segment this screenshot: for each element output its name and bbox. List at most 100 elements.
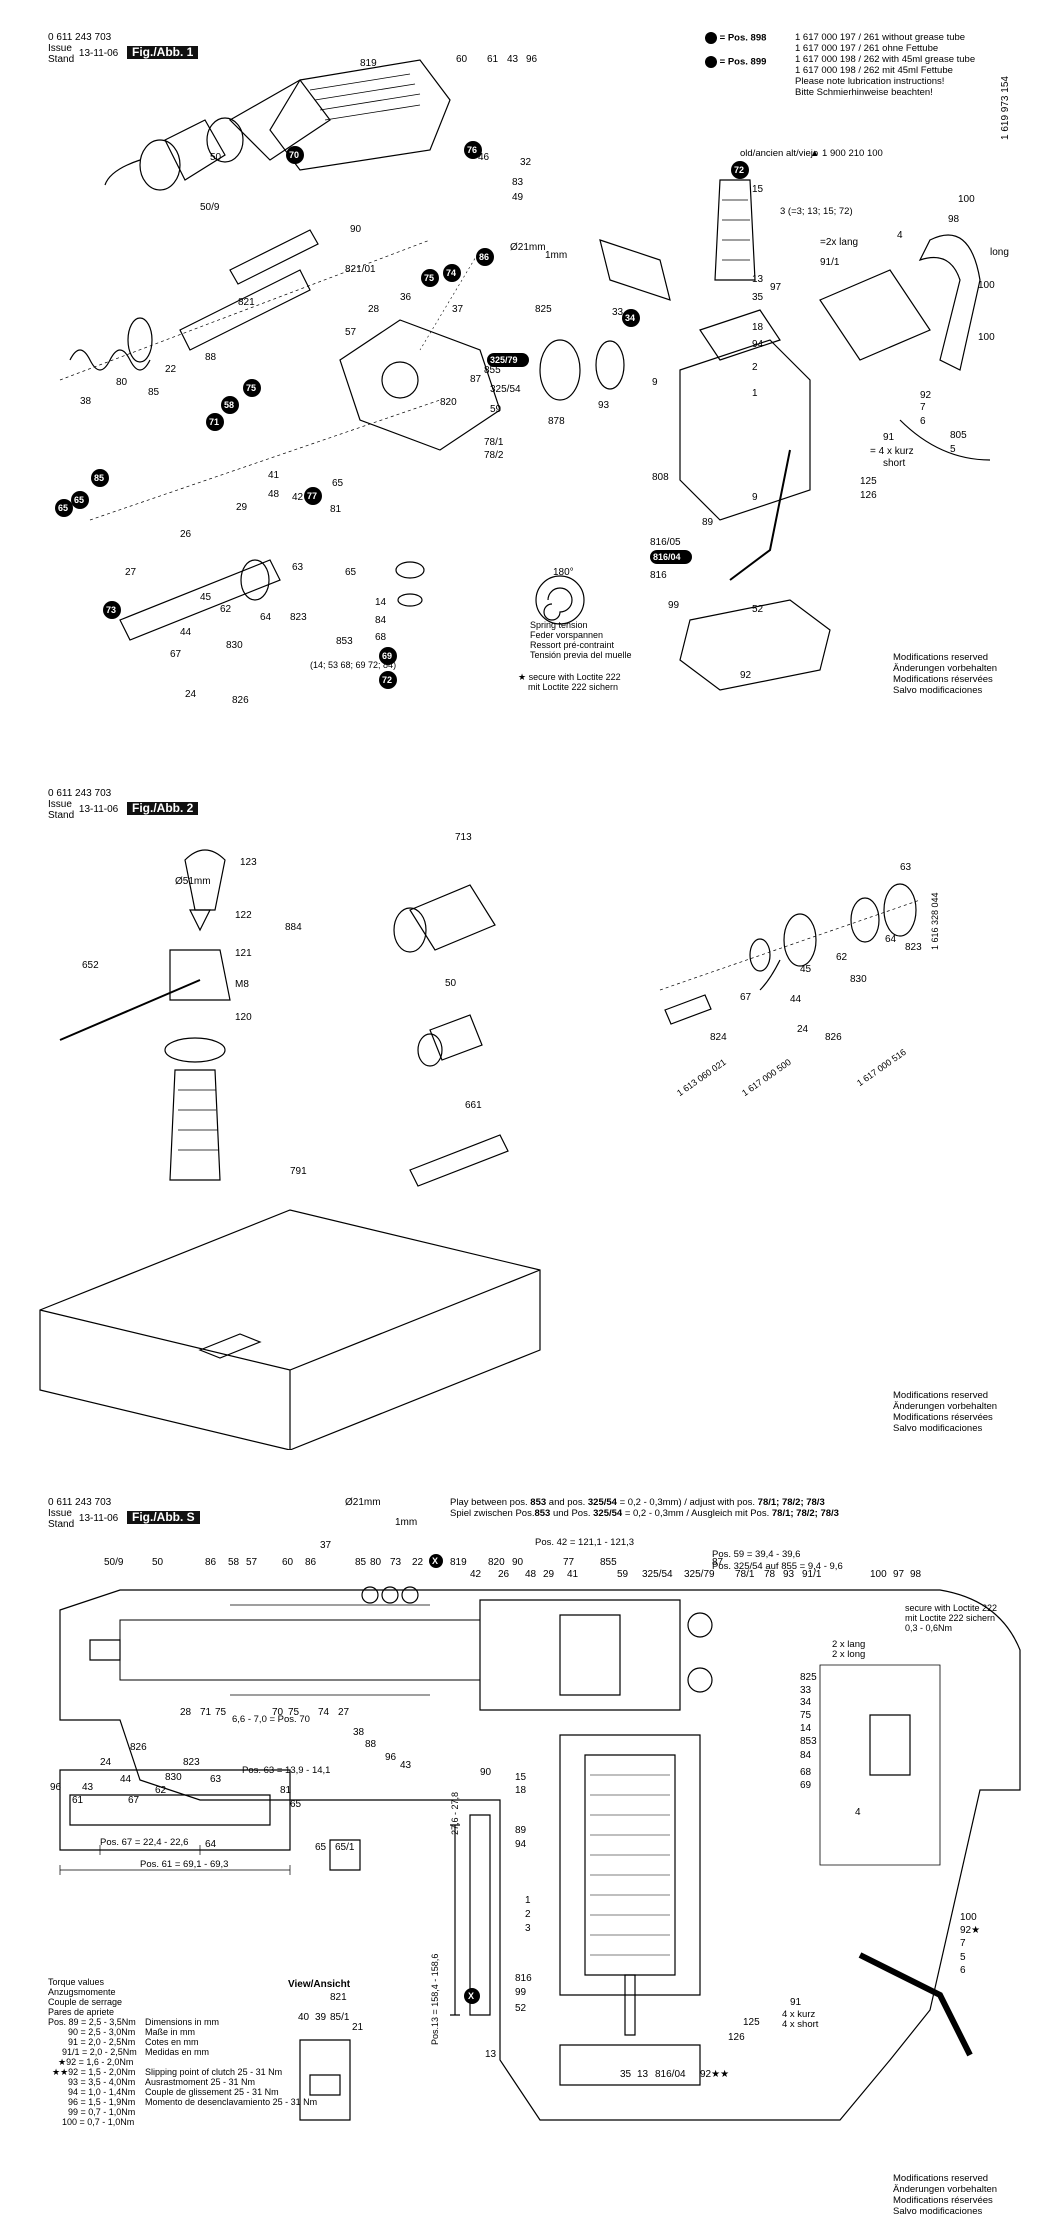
svg-text:5: 5 <box>950 444 956 455</box>
svg-text:92★★: 92★★ <box>700 2069 729 2080</box>
pos-59-dimension: Pos. 59 = 39,4 - 39,6 <box>712 1549 801 1560</box>
svg-text:24: 24 <box>100 1757 112 1768</box>
svg-text:67: 67 <box>170 649 182 660</box>
svg-text:819: 819 <box>450 1557 467 1568</box>
svg-text:73: 73 <box>390 1557 402 1568</box>
svg-text:878: 878 <box>548 416 565 427</box>
svg-text:26: 26 <box>498 1569 510 1580</box>
motor-gear <box>539 339 581 401</box>
issue-date: 13-11-06 <box>78 804 119 815</box>
svg-text:63: 63 <box>210 1774 222 1785</box>
ring-detail <box>329 1839 361 1871</box>
old-new-label: old/ancien alt/viejo <box>740 148 819 159</box>
svg-text:98: 98 <box>910 1569 922 1580</box>
svg-text:34: 34 <box>800 1697 812 1708</box>
pos-67-dimension: Pos. 67 = 22,4 - 22,6 <box>100 1837 189 1848</box>
stand-label: Stand <box>48 54 75 65</box>
svg-text:98: 98 <box>948 214 960 225</box>
svg-text:855: 855 <box>600 1557 617 1568</box>
case-handle <box>198 1333 262 1359</box>
loctite-note: ★ secure with Loctite 222 mit Loctite 22… <box>518 672 621 692</box>
dimension-27: 27,6 - 27,8 <box>450 1791 460 1835</box>
svg-text:80: 80 <box>116 377 128 388</box>
svg-text:59: 59 <box>490 404 502 415</box>
svg-text:92: 92 <box>920 390 932 401</box>
sectional-drawing: 50/9 50 86 58 57 60 86 37 85 80 73 22 81… <box>50 1497 1021 2121</box>
tool-holder-tip <box>89 1639 121 1661</box>
svg-text:100: 100 <box>978 280 995 291</box>
handle-collar <box>164 1037 226 1063</box>
svg-text:7: 7 <box>960 1938 966 1949</box>
short-cable-note: 4 x kurz 4 x short <box>782 2009 819 2030</box>
svg-text:90: 90 <box>350 224 362 235</box>
svg-text:35: 35 <box>752 292 764 303</box>
issue-label: Issue <box>48 799 72 810</box>
svg-text:22: 22 <box>165 364 177 375</box>
svg-text:52: 52 <box>515 2003 527 2014</box>
svg-text:67: 67 <box>740 992 752 1003</box>
svg-text:816/04: 816/04 <box>655 2069 686 2080</box>
svg-text:46: 46 <box>478 152 490 163</box>
motor-section <box>559 1734 701 1996</box>
armature-section <box>584 1754 676 1976</box>
depth-gauge <box>184 849 226 911</box>
svg-text:853: 853 <box>800 1736 817 1747</box>
commutator-section <box>559 2044 701 2086</box>
svg-text:64: 64 <box>885 934 897 945</box>
clutch-slip-note: Slipping point of clutch 25 - 31 Nm Ausr… <box>145 2067 318 2107</box>
svg-text:325/54: 325/54 <box>642 1569 673 1580</box>
svg-text:325/79: 325/79 <box>684 1569 715 1580</box>
end-cap <box>679 599 831 691</box>
view-x-detail <box>299 2039 351 2121</box>
svg-text:3: 3 <box>525 1923 531 1934</box>
svg-text:126: 126 <box>728 2032 745 2043</box>
svg-text:63: 63 <box>292 562 304 573</box>
svg-text:91/1: 91/1 <box>820 257 840 268</box>
svg-text:825: 825 <box>535 304 552 315</box>
svg-text:70: 70 <box>289 150 299 160</box>
svg-text:87: 87 <box>470 374 482 385</box>
svg-text:65: 65 <box>315 1842 327 1853</box>
depth-gauge-tip <box>189 909 211 932</box>
svg-text:830: 830 <box>165 1772 182 1783</box>
svg-text:65: 65 <box>290 1799 302 1810</box>
stand-label: Stand <box>48 1519 75 1530</box>
svg-text:71: 71 <box>209 417 219 427</box>
svg-text:816/05: 816/05 <box>650 537 681 548</box>
svg-text:48: 48 <box>525 1569 537 1580</box>
svg-text:820: 820 <box>488 1557 505 1568</box>
motor-shaft <box>624 1974 636 2036</box>
svg-text:78: 78 <box>764 1569 776 1580</box>
clutch-gear <box>240 559 270 601</box>
svg-text:13: 13 <box>485 2049 497 2060</box>
svg-text:22: 22 <box>412 1557 424 1568</box>
svg-text:38: 38 <box>80 396 92 407</box>
svg-text:325/79: 325/79 <box>490 355 518 365</box>
svg-text:29: 29 <box>236 502 248 513</box>
pos-853-note: (14; 53 68; 69 72; 84) <box>310 660 397 670</box>
svg-text:65/1: 65/1 <box>335 1842 355 1853</box>
svg-text:821: 821 <box>330 1992 347 2003</box>
hammer-tube-cover <box>229 79 331 161</box>
svg-text:21: 21 <box>352 2022 364 2033</box>
svg-text:64: 64 <box>260 612 272 623</box>
pos-63-dimension: Pos. 63 = 13,9 - 14,1 <box>242 1765 331 1776</box>
svg-text:27: 27 <box>338 1707 350 1718</box>
svg-text:72: 72 <box>382 675 392 685</box>
svg-text:32: 32 <box>520 157 532 168</box>
svg-text:24: 24 <box>797 1024 809 1035</box>
svg-text:86: 86 <box>305 1557 317 1568</box>
svg-text:42: 42 <box>292 492 304 503</box>
armature-note: 3 (=3; 13; 15; 72) <box>780 206 853 217</box>
svg-text:X: X <box>432 1556 438 1566</box>
bearing <box>687 1612 713 1638</box>
svg-text:Ø21mm: Ø21mm <box>345 1497 381 1508</box>
svg-text:74: 74 <box>318 1707 330 1718</box>
svg-text:1: 1 <box>525 1895 531 1906</box>
clamping-band <box>169 949 231 1001</box>
chuck-body <box>164 119 226 181</box>
callout-labels: 50/9 50 86 58 57 60 86 37 85 80 73 22 81… <box>50 1497 980 2080</box>
svg-text:85: 85 <box>94 473 104 483</box>
svg-text:69: 69 <box>800 1780 812 1791</box>
